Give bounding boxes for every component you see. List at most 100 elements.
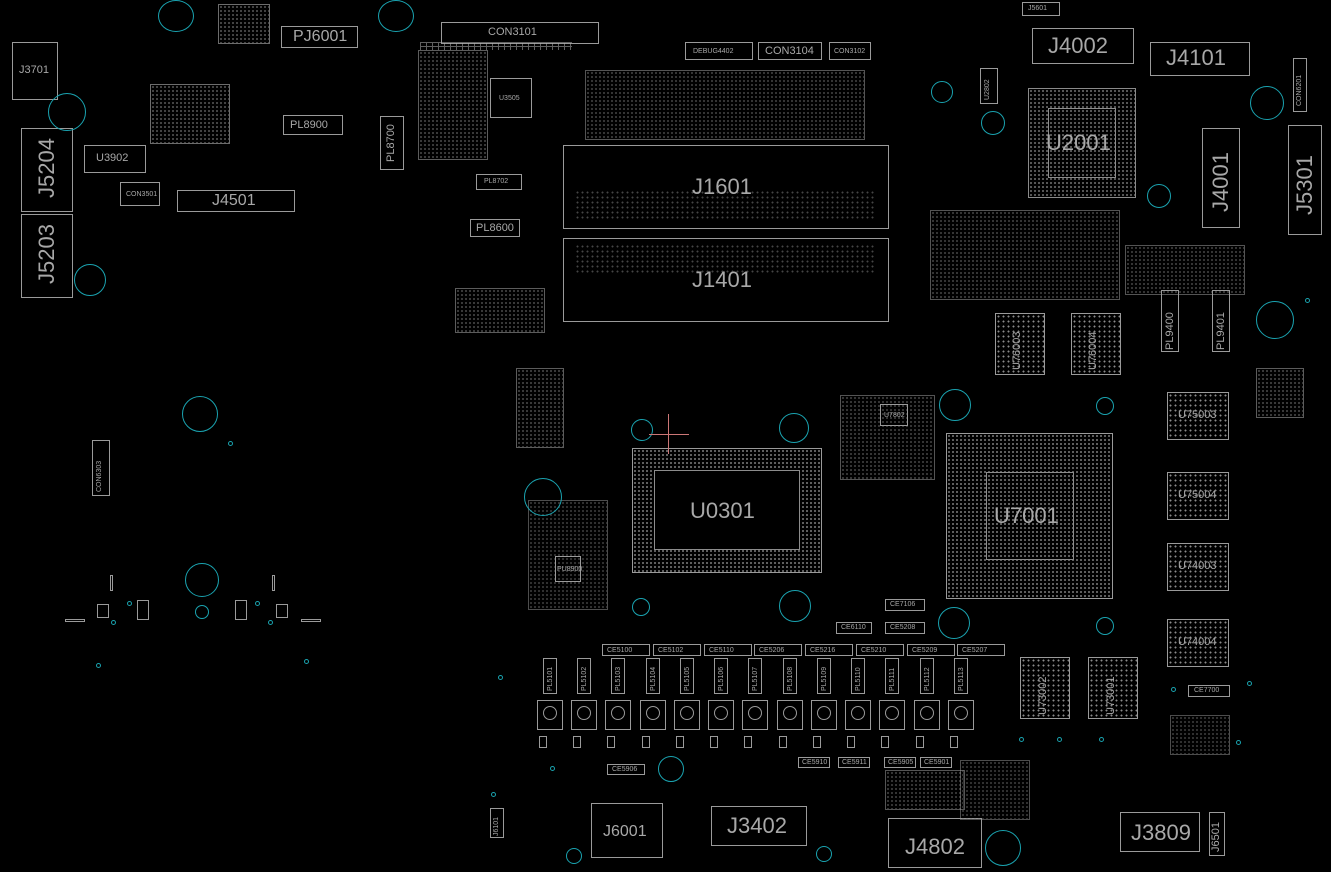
mosfet-pad[interactable]: [742, 700, 768, 730]
cap-ce5210[interactable]: CE5210: [856, 644, 904, 656]
inductor-pl5106[interactable]: PL5106: [714, 658, 728, 694]
component-pu8900[interactable]: [555, 556, 581, 582]
connector-j3809[interactable]: [1120, 812, 1200, 852]
component-cluster-c[interactable]: [418, 50, 488, 160]
component-cluster-a[interactable]: [150, 84, 230, 144]
mosfet-pad[interactable]: [571, 700, 597, 730]
smd-part[interactable]: [847, 736, 855, 748]
cap-ce6110[interactable]: [836, 622, 872, 634]
cap-ce5209[interactable]: CE5209: [907, 644, 955, 656]
smd-part[interactable]: [744, 736, 752, 748]
component-cluster-h[interactable]: [1256, 368, 1304, 418]
connector-con3501[interactable]: [120, 182, 160, 206]
bga-u2001[interactable]: [1028, 88, 1136, 198]
mosfet-pad[interactable]: [605, 700, 631, 730]
mosfet-pad[interactable]: [811, 700, 837, 730]
cap-ce5100[interactable]: CE5100: [602, 644, 650, 656]
component-small-b[interactable]: [137, 600, 149, 620]
inductor-pl8702[interactable]: [476, 174, 522, 190]
cap-ce5905[interactable]: [884, 757, 916, 768]
mosfet-pad[interactable]: [674, 700, 700, 730]
inductor-pl5110[interactable]: PL5110: [851, 658, 865, 694]
connector-j4002[interactable]: [1032, 28, 1134, 64]
connector-con3104[interactable]: [758, 42, 822, 60]
inductor-pl5113[interactable]: PL5113: [954, 658, 968, 694]
component-small-f[interactable]: [301, 619, 321, 622]
connector-j5301[interactable]: [1288, 125, 1322, 235]
mosfet-pad[interactable]: [708, 700, 734, 730]
connector-j4101[interactable]: [1150, 42, 1250, 76]
component-u75004[interactable]: [1167, 472, 1229, 520]
smd-part[interactable]: [813, 736, 821, 748]
smd-part[interactable]: [573, 736, 581, 748]
component-small-c[interactable]: [235, 600, 247, 620]
cap-ce5910[interactable]: [798, 757, 830, 768]
inductor-pl5111[interactable]: PL5111: [885, 658, 899, 694]
cap-ce7700[interactable]: [1188, 685, 1230, 697]
inductor-pl9401[interactable]: [1212, 290, 1230, 352]
smd-part[interactable]: [950, 736, 958, 748]
component-small-g[interactable]: [110, 575, 113, 591]
smd-part[interactable]: [539, 736, 547, 748]
bga-u7001[interactable]: [946, 433, 1113, 599]
component-cluster-g[interactable]: [1125, 245, 1245, 295]
component-u75003[interactable]: [1167, 392, 1229, 440]
component-cluster-d[interactable]: [455, 288, 545, 333]
component-u3505[interactable]: [490, 78, 532, 118]
connector-con3102[interactable]: [829, 42, 871, 60]
mosfet-pad[interactable]: [914, 700, 940, 730]
inductor-pl5109[interactable]: PL5109: [817, 658, 831, 694]
mosfet-pad[interactable]: [537, 700, 563, 730]
connector-j4802[interactable]: [888, 818, 982, 868]
inductor-pl5103[interactable]: PL5103: [611, 658, 625, 694]
component-cluster-l[interactable]: [885, 770, 965, 810]
component-small-a[interactable]: [97, 604, 109, 618]
inductor-pl5107[interactable]: PL5107: [748, 658, 762, 694]
inductor-pl5108[interactable]: PL5108: [783, 658, 797, 694]
mosfet-pad[interactable]: [640, 700, 666, 730]
slot-j1601[interactable]: [563, 145, 889, 229]
connector-j6101[interactable]: [490, 808, 504, 838]
component-u73001[interactable]: [1088, 657, 1138, 719]
connector-con6303[interactable]: [92, 440, 110, 496]
cap-ce5206[interactable]: CE5206: [754, 644, 802, 656]
component-small-d[interactable]: [276, 604, 288, 618]
smd-part[interactable]: [607, 736, 615, 748]
mosfet-pad[interactable]: [845, 700, 871, 730]
component-u74004[interactable]: [1167, 619, 1229, 667]
connector-j5203[interactable]: [21, 214, 73, 298]
smd-part[interactable]: [642, 736, 650, 748]
cap-ce7106[interactable]: [885, 599, 925, 611]
connector-j4001[interactable]: [1202, 128, 1240, 228]
connector-j3402[interactable]: [711, 806, 807, 846]
connector-j3701[interactable]: [12, 42, 58, 100]
connector-j5204[interactable]: [21, 128, 73, 212]
cap-ce5110[interactable]: CE5110: [704, 644, 752, 656]
slot-j1401[interactable]: [563, 238, 889, 322]
smd-part[interactable]: [676, 736, 684, 748]
inductor-pl5102[interactable]: PL5102: [577, 658, 591, 694]
component-u73002[interactable]: [1020, 657, 1070, 719]
mosfet-pad[interactable]: [879, 700, 905, 730]
connector-j4501[interactable]: [177, 190, 295, 212]
smd-part[interactable]: [916, 736, 924, 748]
smd-part[interactable]: [710, 736, 718, 748]
component-cluster-n[interactable]: [1170, 715, 1230, 755]
component-cluster-m[interactable]: [960, 760, 1030, 820]
mosfet-pad[interactable]: [948, 700, 974, 730]
component-cluster-k[interactable]: [840, 395, 935, 480]
connector-pj6001[interactable]: [281, 26, 358, 48]
component-cluster-e[interactable]: [585, 70, 865, 140]
inductor-pl9400[interactable]: [1161, 290, 1179, 352]
component-cluster-j[interactable]: [528, 500, 608, 610]
component-u76004[interactable]: [1071, 313, 1121, 375]
component-u7802[interactable]: [880, 404, 908, 426]
inductor-pl5101[interactable]: PL5101: [543, 658, 557, 694]
cap-ce5906[interactable]: [607, 764, 645, 775]
cap-ce5216[interactable]: CE5216: [805, 644, 853, 656]
connector-con6201[interactable]: [1293, 58, 1307, 112]
inductor-pl5112[interactable]: PL5112: [920, 658, 934, 694]
inductor-pl8600[interactable]: [470, 219, 520, 237]
connector-j6001[interactable]: [591, 803, 663, 858]
component-small-h[interactable]: [272, 575, 275, 591]
